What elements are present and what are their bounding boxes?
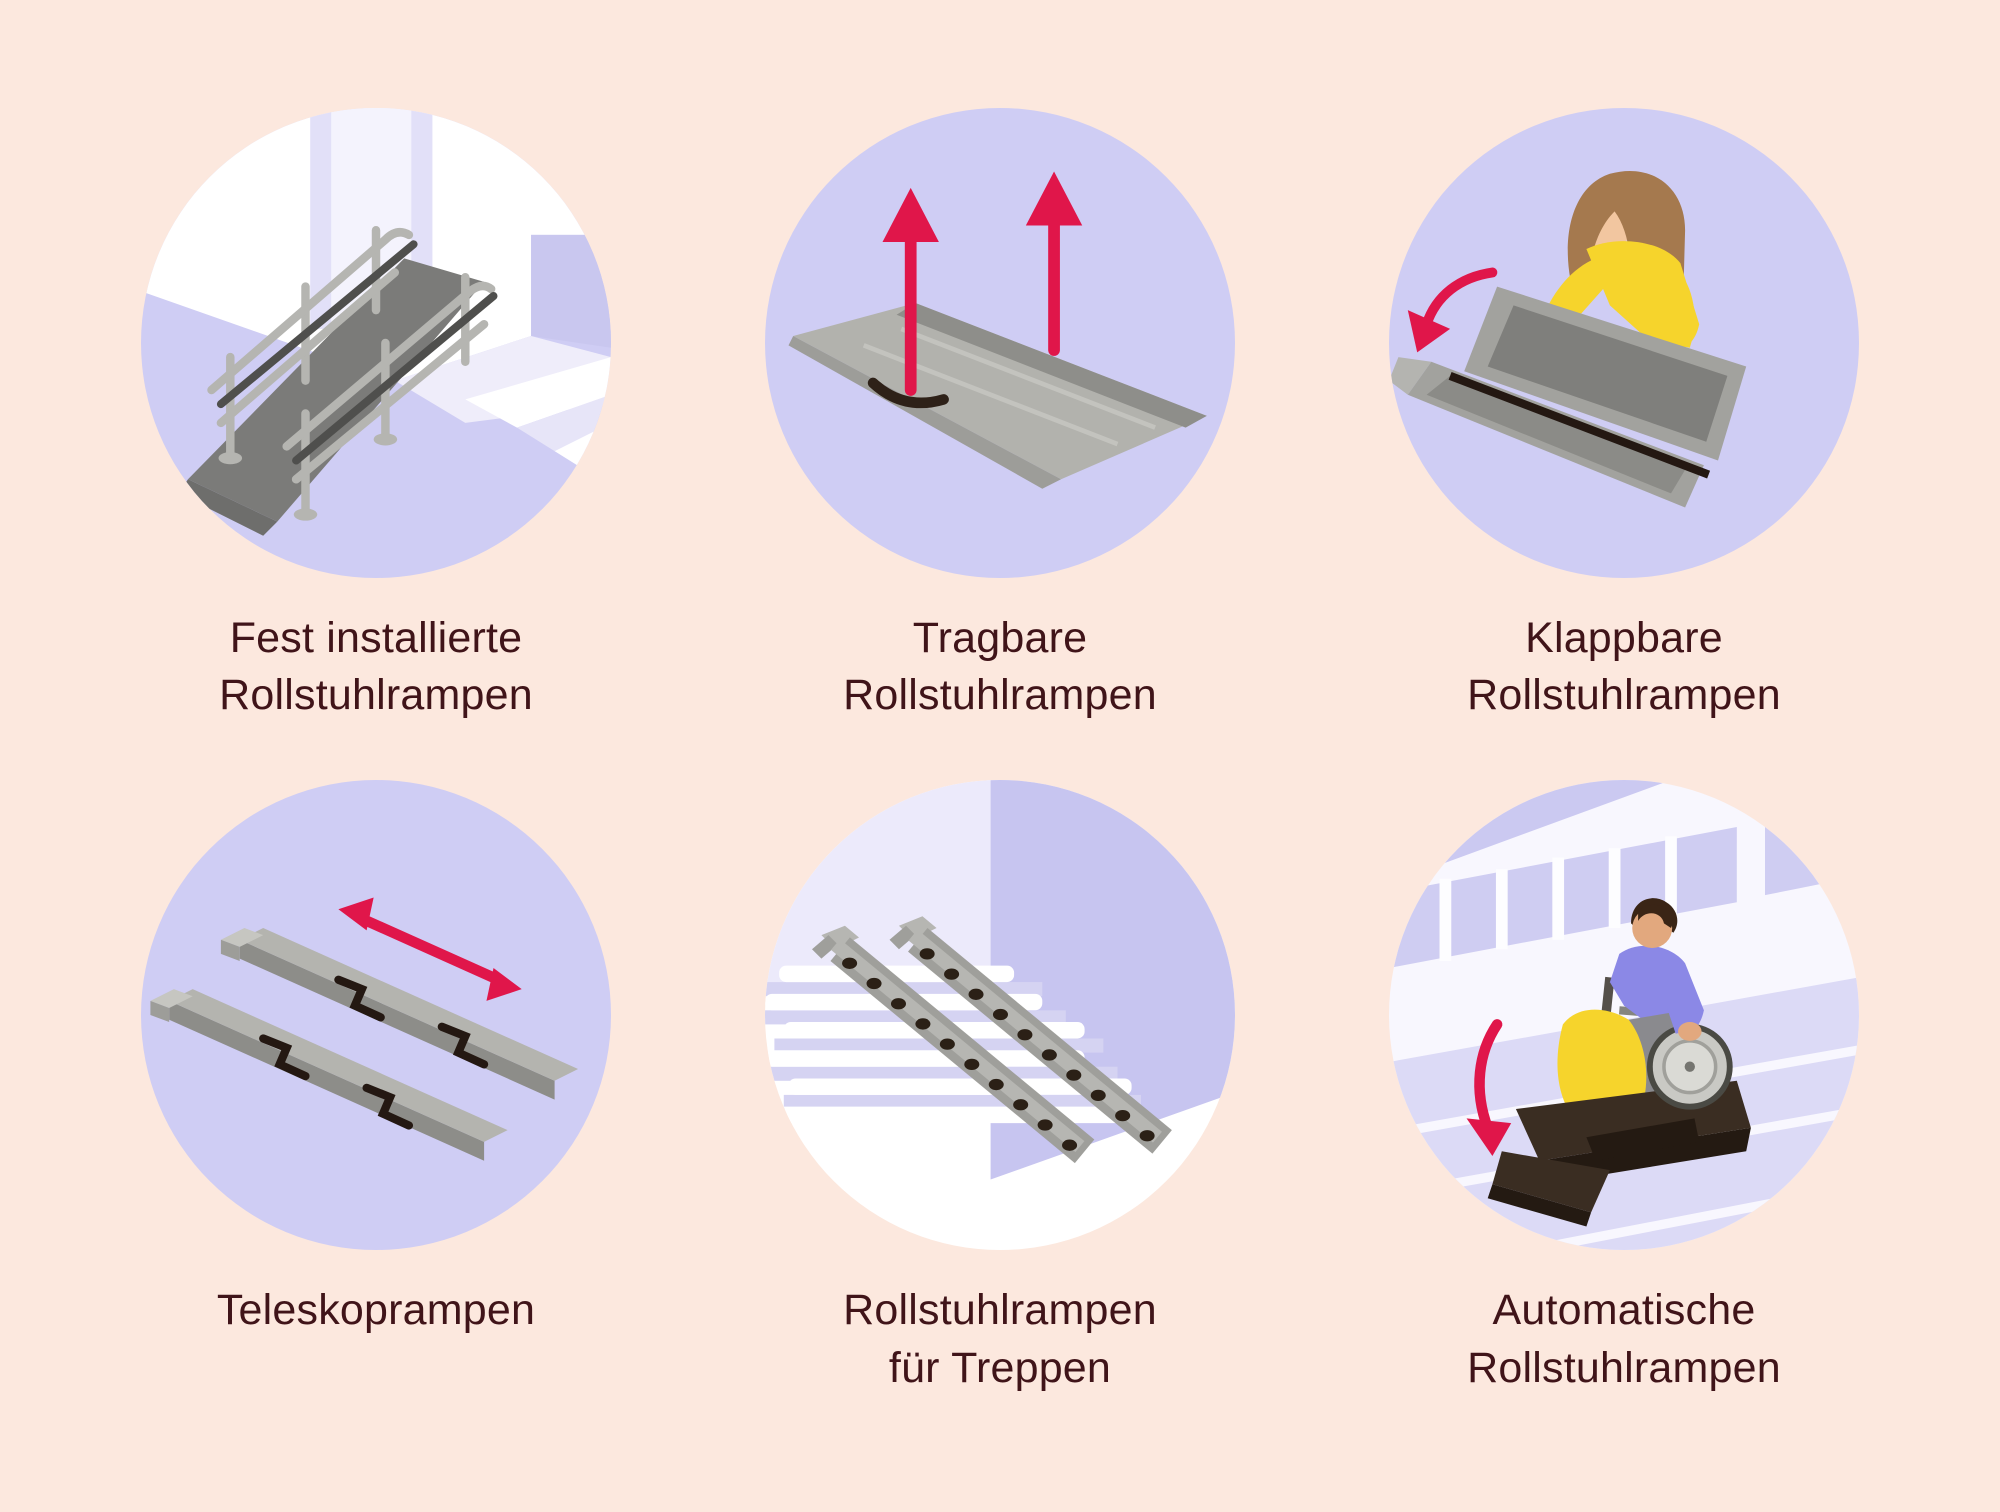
circle-portable-ramp (765, 108, 1235, 578)
track-ramp-left (812, 926, 1095, 1164)
circle-folding-ramp (1389, 108, 1859, 578)
wheelchair-on-automatic-ramp-illustration (1389, 780, 1859, 1251)
card-label-fixed: Fest installierte Rollstuhlrampen (219, 614, 533, 720)
carry-handle (867, 377, 949, 409)
circle-fixed-ramp (141, 108, 611, 578)
ramp-flap (1492, 1151, 1610, 1213)
curved-down-arrow-icon (1466, 1019, 1512, 1157)
ramp-surface (188, 258, 485, 522)
rail-upper (220, 928, 579, 1100)
card-label-automatic: Automatische Rollstuhlrampen (1467, 1286, 1781, 1392)
card-label-portable: Tragbare Rollstuhlrampen (843, 614, 1157, 720)
curved-down-left-arrow-icon (1407, 267, 1498, 353)
hinge-slot (1448, 372, 1711, 479)
card-label-stairs: Rollstuhlrampen für Treppen (843, 1286, 1157, 1392)
card-fixed-ramp: Fest installierte Rollstuhlrampen (64, 108, 688, 724)
card-portable-ramp: Tragbare Rollstuhlrampen (688, 108, 1312, 724)
card-stair-ramp: Rollstuhlrampen für Treppen (688, 780, 1312, 1396)
card-label-folding: Klappbare Rollstuhlrampen (1467, 614, 1781, 720)
rail-lower (150, 989, 508, 1162)
double-headed-diagonal-arrow-icon (338, 897, 522, 1002)
person-hand (1678, 1022, 1702, 1042)
ramp-type-grid: Fest installierte Rollstuhlrampen (64, 108, 1936, 1397)
track-ramps-on-stairs-illustration (765, 780, 1235, 1251)
circle-telescopic-ramp (141, 780, 611, 1251)
circle-automatic-ramp (1389, 780, 1859, 1251)
telescopic-channel-ramps-illustration (141, 780, 611, 1251)
near-handrail (282, 272, 496, 517)
card-folding-ramp: Klappbare Rollstuhlrampen (1312, 108, 1936, 724)
two-up-arrows-icon (882, 171, 1083, 396)
card-label-telescopic: Teleskoprampen (216, 1286, 536, 1335)
portable-ramp-illustration (765, 108, 1235, 578)
track-ramp-right (889, 916, 1172, 1155)
card-automatic-ramp: Automatische Rollstuhlrampen (1312, 780, 1936, 1396)
circle-stair-ramp (765, 780, 1235, 1251)
footplate (1586, 1118, 1700, 1162)
fixed-installed-ramp-illustration (141, 108, 611, 578)
person-folding-ramp-illustration (1389, 108, 1859, 578)
ramp-deck (793, 303, 1207, 480)
card-telescopic-ramp: Teleskoprampen (64, 780, 688, 1396)
